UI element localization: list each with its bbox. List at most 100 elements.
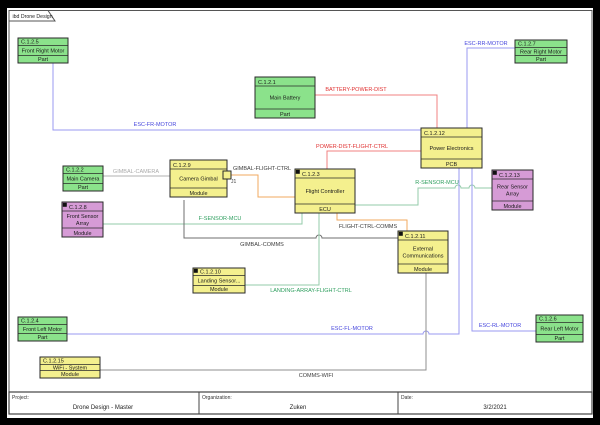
block-body[interactable]	[39, 356, 101, 379]
connector-line-LANDING-ARRAY-FLIGHT-CTRL[interactable]	[245, 213, 320, 286]
footer-project-label: Project:	[12, 395, 29, 401]
connector-GIMBAL-COMMS[interactable]: GIMBAL-COMMS	[183, 200, 398, 248]
block-name: Main Battery	[270, 96, 301, 102]
block-body[interactable]	[535, 314, 584, 343]
block-type: Module	[414, 267, 432, 273]
block-id: C.1.2.10	[200, 270, 221, 276]
block-body[interactable]	[254, 76, 316, 119]
block-name: Array	[506, 192, 519, 198]
connector-line-GIMBAL-COMMS[interactable]	[183, 200, 398, 239]
diagram-tab[interactable]	[8, 10, 56, 22]
block-corner-marker	[193, 268, 198, 273]
connector-line-FLIGHT-CTRL-COMMS[interactable]	[336, 213, 408, 231]
block-type: Part	[554, 336, 565, 342]
block-name: Flight Controller	[306, 189, 345, 195]
block-body[interactable]	[294, 168, 356, 214]
block-body[interactable]	[192, 267, 246, 294]
connector-GIMBAL-FLIGHT-CTRL[interactable]: GIMBAL-FLIGHT-CTRL	[231, 166, 295, 198]
footer-date-label: Date:	[401, 395, 413, 401]
footer-table-border	[8, 391, 593, 415]
block-name: Front Left Motor	[23, 327, 62, 333]
connector-label-BATTERY-POWER-DIST: BATTERY-POWER-DIST	[325, 87, 387, 93]
block-body[interactable]	[397, 230, 449, 274]
block-body[interactable]	[420, 127, 483, 169]
block-id: C.1.2.1	[258, 80, 276, 86]
connector-line-GIMBAL-FLIGHT-CTRL[interactable]	[231, 174, 295, 198]
connector-label-ESC-RR-MOTOR: ESC-RR-MOTOR	[464, 41, 507, 47]
block-body[interactable]	[514, 39, 568, 64]
block-type: Module	[503, 204, 521, 210]
block-type: Module	[210, 287, 228, 293]
connector-LANDING-ARRAY-FLIGHT-CTRL[interactable]: LANDING-ARRAY-FLIGHT-CTRL	[245, 213, 352, 294]
connector-line-F-SENSOR-MCU[interactable]	[103, 213, 303, 225]
connector-line-ESC-FR-MOTOR[interactable]	[52, 63, 421, 131]
connector-F-SENSOR-MCU[interactable]: F-SENSOR-MCU	[103, 213, 303, 225]
block-body[interactable]	[17, 316, 68, 342]
connector-label-COMMS-WIFI: COMMS-WIFI	[299, 373, 334, 379]
footer-project-value: Drone Design - Master	[73, 405, 133, 411]
block-body[interactable]	[62, 165, 104, 192]
block-id: C.1.2.12	[424, 131, 445, 137]
connector-ESC-FL-MOTOR[interactable]: ESC-FL-MOTOR	[67, 168, 460, 335]
block-type: PCB	[446, 162, 458, 168]
connector-COMMS-WIFI[interactable]: COMMS-WIFI	[100, 273, 427, 379]
footer-organization-value: Zuken	[290, 405, 307, 411]
connector-ESC-RR-MOTOR[interactable]: ESC-RR-MOTOR	[464, 41, 515, 128]
connector-R-SENSOR-MCU[interactable]: R-SENSOR-MCU	[355, 180, 492, 206]
block-name: Front Right Motor	[22, 49, 65, 55]
block-body[interactable]	[169, 159, 228, 198]
block-corner-marker	[295, 169, 300, 174]
block-id: C.1.2.2	[66, 168, 84, 174]
connector-POWER-DIST-FLIGHT-CTRL[interactable]: POWER-DIST-FLIGHT-CTRL	[316, 144, 421, 169]
block-type: Part	[536, 57, 547, 63]
connector-FLIGHT-CTRL-COMMS[interactable]: FLIGHT-CTRL-COMMS	[336, 213, 408, 231]
block-body[interactable]	[491, 169, 534, 211]
connector-label-ESC-RL-MOTOR: ESC-RL-MOTOR	[479, 323, 521, 329]
block-id: C.1.2.3	[302, 172, 320, 178]
block-name: Power Electronics	[429, 146, 473, 152]
connector-line-ESC-FL-MOTOR[interactable]	[67, 168, 460, 335]
connector-line-R-SENSOR-MCU[interactable]	[355, 184, 492, 206]
connector-BATTERY-POWER-DIST[interactable]: BATTERY-POWER-DIST	[315, 87, 438, 128]
connector-label-GIMBAL-CAMERA: GIMBAL-CAMERA	[113, 169, 159, 175]
block-type: ECU	[319, 207, 331, 213]
connector-label-ESC-FR-MOTOR: ESC-FR-MOTOR	[134, 122, 177, 128]
block-body[interactable]	[61, 201, 104, 238]
connector-line-POWER-DIST-FLIGHT-CTRL[interactable]	[326, 150, 421, 169]
block-id: C.1.2.9	[173, 163, 191, 169]
connector-line-COMMS-WIFI[interactable]	[100, 273, 427, 371]
block-body[interactable]	[17, 37, 69, 64]
connector-ESC-RL-MOTOR[interactable]: ESC-RL-MOTOR	[471, 168, 536, 332]
block-corner-marker	[62, 202, 67, 207]
connector-GIMBAL-CAMERA[interactable]: GIMBAL-CAMERA	[103, 169, 170, 177]
port-J1[interactable]	[222, 170, 232, 180]
connector-ESC-FR-MOTOR[interactable]: ESC-FR-MOTOR	[52, 63, 421, 131]
block-id: C.1.2.5	[21, 40, 39, 46]
connector-line-ESC-RL-MOTOR[interactable]	[471, 168, 536, 332]
connector-label-F-SENSOR-MCU: F-SENSOR-MCU	[199, 216, 242, 222]
connector-label-ESC-FL-MOTOR: ESC-FL-MOTOR	[331, 326, 373, 332]
block-id: C.1.2.13	[499, 173, 520, 179]
connector-line-BATTERY-POWER-DIST[interactable]	[315, 94, 438, 128]
block-name: Front Sensor	[67, 214, 99, 220]
block-corner-marker	[492, 170, 497, 175]
block-type: Part	[280, 112, 291, 118]
block-id: C.1.2.8	[69, 205, 87, 211]
connector-line-ESC-RR-MOTOR[interactable]	[466, 47, 515, 128]
